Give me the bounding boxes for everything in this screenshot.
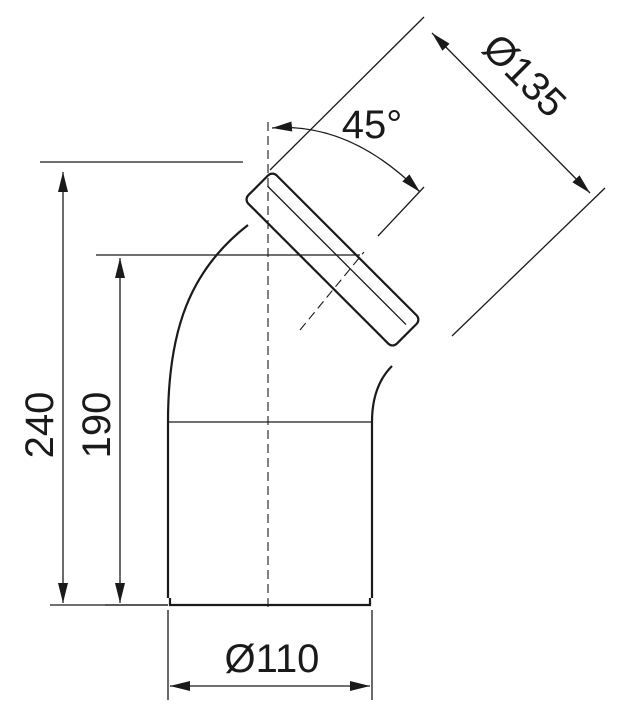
label-45-degrees: 45° (342, 103, 403, 147)
label-110: Ø110 (225, 637, 320, 681)
dimension-line-135 (431, 32, 591, 194)
label-190: 190 (75, 392, 119, 459)
socket (245, 172, 420, 347)
extension-lines (40, 16, 606, 700)
label-240: 240 (18, 392, 62, 459)
angle-arc (271, 121, 421, 193)
pipe-bend-outline (166, 224, 393, 607)
socket-center-line (299, 251, 365, 331)
label-135: Ø135 (474, 26, 574, 126)
